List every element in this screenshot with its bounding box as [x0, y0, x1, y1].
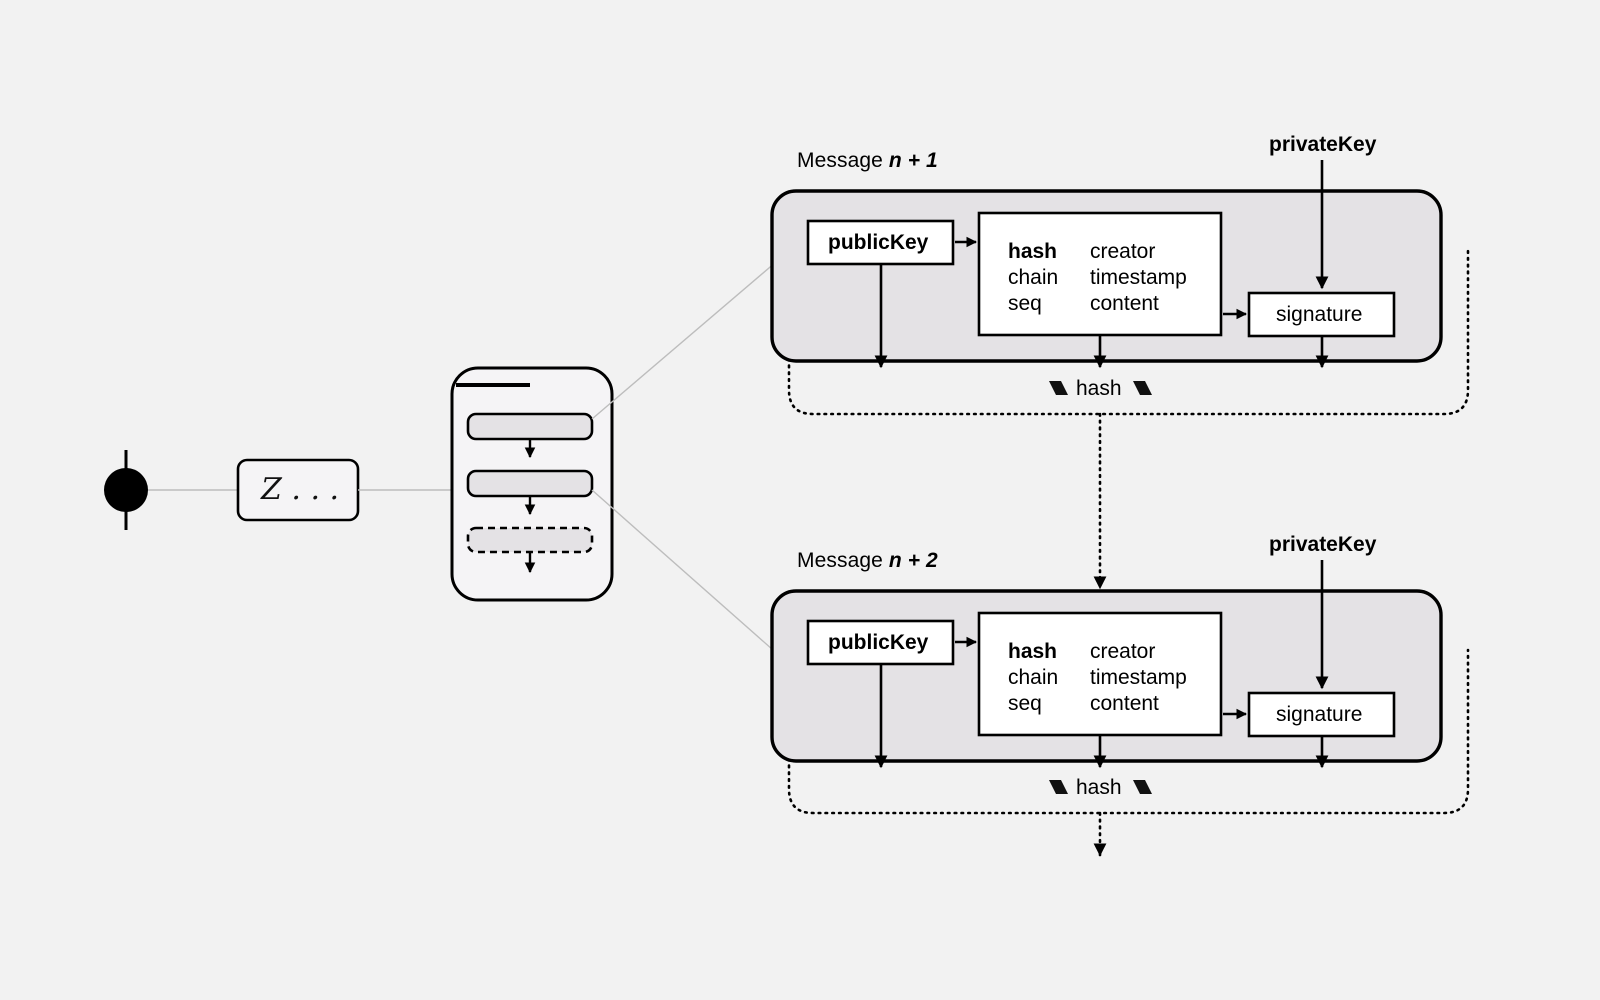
message-2-field-content: content — [1090, 692, 1159, 715]
message-1-field-chain: chain — [1008, 266, 1059, 289]
message-1-field-content: content — [1090, 292, 1159, 315]
message-1-hash-region — [787, 248, 1470, 416]
message-2-hash-region — [787, 648, 1470, 815]
message-1-publickey-label: publicKey — [828, 231, 929, 254]
message-1-title: Message n + 1 — [797, 150, 938, 171]
message-2-publickey-label: publicKey — [828, 631, 929, 654]
message-2-field-chain: chain — [1008, 666, 1059, 689]
message-2-hash-mark-right — [1133, 780, 1152, 794]
message-2-signature-box[interactable] — [1247, 691, 1396, 738]
message-2-hash-mark-left — [1049, 780, 1068, 794]
message-1-field-timestamp: timestamp — [1090, 266, 1187, 289]
message-block-2 — [770, 560, 1470, 815]
connector-bar2-to-message-2 — [591, 489, 791, 666]
message-block-1 — [770, 160, 1470, 416]
state-bar-3-dashed — [466, 526, 594, 554]
message-1-title-prefix: Message — [797, 149, 883, 172]
message-2-field-hash: hash — [1008, 640, 1058, 663]
message-1-signature-label: signature — [1276, 303, 1363, 326]
message-2-publickey-box[interactable] — [806, 619, 955, 666]
message-2-title-index: n + 2 — [888, 549, 938, 572]
connector-bar1-to-message-1 — [591, 249, 791, 420]
message-1-hash-mark-left — [1049, 381, 1068, 395]
message-2-field-seq: seq — [1008, 692, 1042, 715]
message-2-field-timestamp: timestamp — [1090, 666, 1187, 689]
message-1-privatekey-label: privateKey — [1269, 133, 1377, 156]
message-1-signature-box[interactable] — [1247, 291, 1396, 338]
message-2-field-creator: creator — [1090, 640, 1156, 663]
message-1-field-seq: seq — [1008, 292, 1042, 315]
z-node-label: Z . . . — [261, 472, 340, 507]
message-2-privatekey-label: privateKey — [1269, 533, 1377, 556]
state-bar-1 — [466, 412, 594, 441]
message-2-hash-label: hash — [1076, 776, 1122, 799]
state-bar-2 — [466, 469, 594, 498]
message-1-hash-label: hash — [1076, 377, 1122, 400]
message-1-title-index: n + 1 — [888, 149, 938, 172]
message-2-title: Message n + 2 — [797, 550, 938, 571]
message-2-title-prefix: Message — [797, 549, 883, 572]
initial-state-node[interactable] — [104, 450, 148, 530]
message-2-signature-label: signature — [1276, 703, 1363, 726]
state-machine-node[interactable] — [450, 366, 614, 602]
message-1-field-creator: creator — [1090, 240, 1156, 263]
message-1-hash-mark-right — [1133, 381, 1152, 395]
message-1-field-hash: hash — [1008, 240, 1058, 263]
